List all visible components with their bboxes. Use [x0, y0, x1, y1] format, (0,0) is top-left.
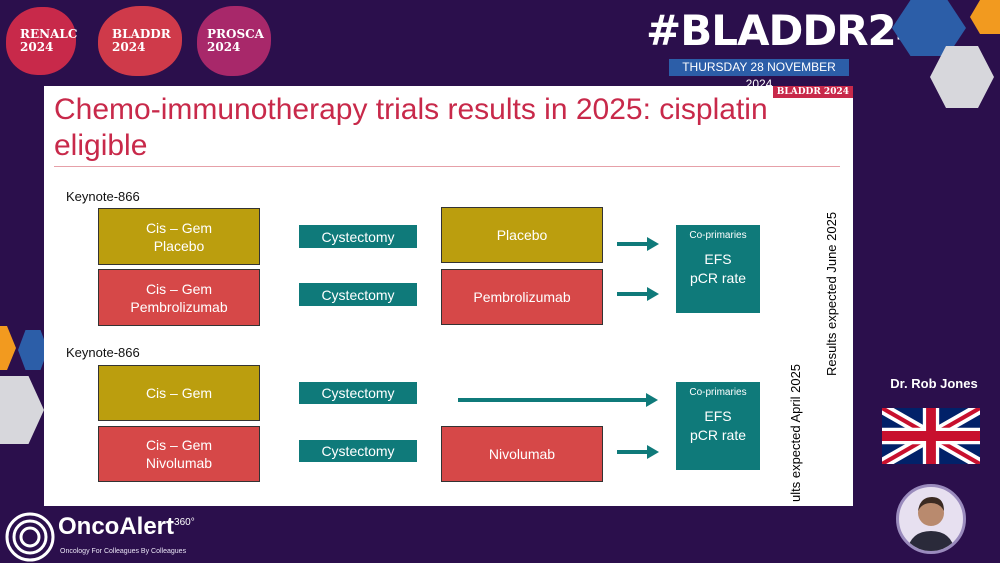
trial2-endpoint-efs: EFS: [704, 408, 732, 424]
bladdr-name: BLADDR: [112, 27, 171, 41]
slide-title: Chemo-immunotherapy trials results in 20…: [54, 93, 768, 162]
trial1-arm2-chemo: Cis – Gem Pembrolizumab: [98, 269, 260, 326]
event-hashtag: #BLADDR24: [646, 6, 925, 55]
trial2-label: Keynote-866: [66, 345, 140, 360]
trial2-arm1-chemo: Cis – Gem: [98, 365, 260, 421]
oncoalert-name: OncoAlert: [58, 513, 175, 540]
trial1-endpoints: Co-primaries EFS pCR rate: [676, 225, 760, 313]
prosca-2024-logo: PROSCA 2024: [197, 6, 271, 76]
title-divider: [54, 166, 840, 167]
bladdr-year: 2024: [112, 40, 146, 54]
trial1-results-expected: Results expected June 2025: [824, 211, 839, 376]
trial1-endpoint-efs: EFS: [704, 251, 732, 267]
decor-hex-icon: [930, 46, 994, 108]
trial1-arm2-cystectomy: Cystectomy: [299, 283, 417, 306]
arrow-right-icon: [458, 393, 658, 407]
oncoalert-wordmark: OncoAlert360°: [58, 513, 195, 541]
trial1-arm2-chemo-line1: Cis – Gem: [145, 280, 213, 297]
speaker-avatar: [896, 484, 966, 554]
trial1-endpoints-heading: Co-primaries: [689, 230, 747, 241]
trial2-arm2-chemo-line1: Cis – Gem: [145, 437, 213, 453]
decor-hex-icon: [0, 326, 16, 370]
arrow-right-icon: [617, 445, 659, 459]
trial1-arm1-chemo-line2: Placebo: [153, 237, 205, 254]
arrow-right-icon: [617, 237, 659, 251]
trial2-results-expected: ults expected April 2025: [788, 363, 803, 502]
slide-panel: BLADDR 2024 Chemo-immunotherapy trials r…: [44, 86, 853, 506]
trial2-endpoints-heading: Co-primaries: [689, 387, 747, 398]
decor-hex-icon: [0, 376, 44, 444]
renalc-2024-logo: RENALC 2024: [6, 7, 78, 75]
person-icon: [907, 497, 955, 551]
speaker-name: Dr. Rob Jones: [890, 376, 978, 391]
bladdr-2024-logo: BLADDR 2024: [98, 6, 182, 76]
oncoalert-tagline: Oncology For Colleagues By Colleagues: [60, 548, 187, 555]
decor-hex-icon: [970, 0, 1000, 34]
trial2-arm2-adjuvant: Nivolumab: [441, 426, 603, 482]
trial1-endpoint-pcr: pCR rate: [689, 270, 747, 286]
trial1-arm1-chemo: Cis – Gem Placebo: [98, 208, 260, 265]
trial2-endpoints: Co-primaries EFS pCR rate: [676, 382, 760, 470]
trial2-endpoint-pcr: pCR rate: [689, 427, 747, 443]
oncoalert-rings-icon: [5, 512, 55, 562]
trial1-arm2-adjuvant: Pembrolizumab: [441, 269, 603, 325]
trial1-label: Keynote-866: [66, 189, 140, 204]
prosca-name: PROSCA: [207, 27, 264, 41]
uk-flag-icon: [882, 408, 980, 464]
trial2-arm2-chemo-line2: Nivolumab: [145, 455, 213, 471]
oncoalert-sup: 360°: [174, 517, 195, 528]
renalc-year: 2024: [20, 40, 54, 54]
arrow-right-icon: [617, 287, 659, 301]
event-date: THURSDAY 28 NOVEMBER 2024: [669, 59, 849, 91]
slide-tag: BLADDR 2024: [772, 86, 853, 98]
trial2-arm2-cystectomy: Cystectomy: [299, 440, 417, 462]
trial1-arm1-chemo-line1: Cis – Gem: [145, 219, 213, 236]
prosca-year: 2024: [207, 40, 241, 54]
oncoalert-logo: OncoAlert360° Oncology For Colleagues By…: [4, 511, 244, 562]
trial2-arm2-chemo: Cis – Gem Nivolumab: [98, 426, 260, 482]
trial1-arm1-adjuvant: Placebo: [441, 207, 603, 263]
trial1-arm2-chemo-line2: Pembrolizumab: [130, 298, 228, 315]
trial2-arm1-cystectomy: Cystectomy: [299, 382, 417, 404]
trial1-arm1-cystectomy: Cystectomy: [299, 225, 417, 248]
renalc-name: RENALC: [20, 27, 78, 41]
